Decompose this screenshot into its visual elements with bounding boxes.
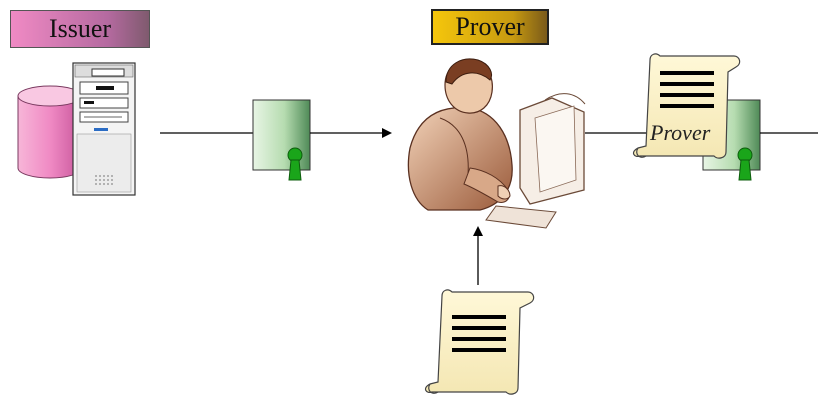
- scroll-document-icon: [424, 289, 535, 395]
- prover-person-icon: [407, 58, 586, 229]
- certificate-icon: [252, 99, 311, 181]
- issuer-label: Issuer: [10, 10, 150, 48]
- database-icon: [17, 85, 83, 179]
- prover-label: Prover: [431, 9, 549, 45]
- signed-token-scroll-icon: [632, 53, 741, 159]
- signed-token-label: Prover: [649, 120, 711, 145]
- server-icon: [72, 62, 136, 196]
